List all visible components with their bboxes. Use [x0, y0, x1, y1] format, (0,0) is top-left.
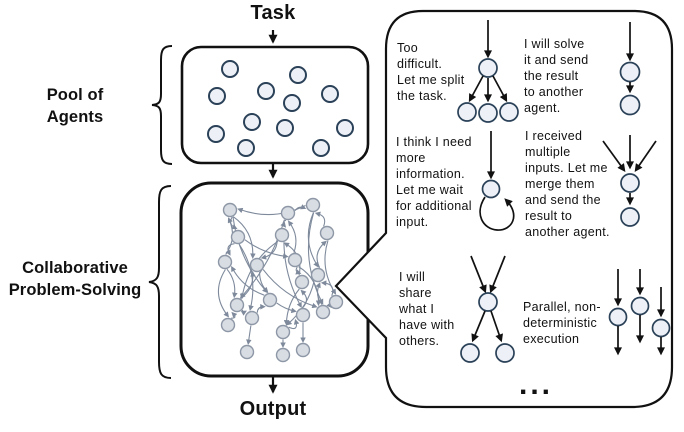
graph-edge — [260, 240, 278, 260]
graph-edge — [217, 269, 230, 318]
graph-node — [275, 324, 291, 340]
graph-edge — [276, 302, 297, 314]
graph-edge — [283, 242, 302, 308]
agent-circle — [276, 119, 294, 137]
split-task-diagram — [457, 20, 519, 123]
solve-and-send-diagram — [619, 22, 641, 116]
graph-node — [280, 205, 296, 221]
graph-node — [244, 310, 260, 326]
share-diagram — [460, 255, 515, 363]
graph-edge — [320, 280, 334, 296]
graph-edge — [314, 211, 326, 227]
graph-node — [295, 307, 311, 323]
agent-pool-circles — [207, 60, 354, 157]
speech-bubble — [334, 9, 674, 409]
output-label: Output — [239, 398, 307, 420]
agent-circle — [257, 82, 275, 100]
graph-node — [275, 347, 291, 363]
graph-edge — [240, 309, 247, 316]
graph-node — [287, 252, 303, 268]
graph-edge — [287, 220, 297, 253]
more-behaviors-ellipsis: ... — [518, 368, 553, 401]
task-label: Task — [250, 2, 296, 24]
graph-edge — [286, 281, 315, 326]
graph-node — [305, 197, 321, 213]
graph-edge — [294, 204, 307, 212]
graph-node — [262, 292, 278, 308]
agent-circle — [221, 60, 239, 78]
graph-node — [315, 304, 331, 320]
graph-edge — [244, 239, 289, 259]
agent-circle — [321, 85, 339, 103]
graph-node — [217, 254, 233, 270]
agent-circle — [336, 119, 354, 137]
wait-self-loop-diagram — [479, 131, 515, 231]
collaborative-box — [179, 181, 370, 378]
graph-node — [229, 297, 245, 313]
collaboration-graph-nodes — [217, 197, 344, 363]
agent-circle — [243, 113, 261, 131]
pool-of-agents-box — [180, 45, 370, 165]
graph-edge — [225, 243, 235, 256]
agent-circle — [312, 139, 330, 157]
agent-circle — [208, 87, 226, 105]
graph-edge — [238, 244, 254, 312]
graph-edge — [232, 216, 256, 259]
graph-edge — [231, 311, 238, 319]
graph-node — [220, 317, 236, 333]
graph-edge — [316, 240, 327, 268]
merge-inputs-diagram — [602, 135, 657, 227]
graph-node — [295, 342, 311, 358]
graph-edge — [226, 268, 238, 299]
graph-edge — [307, 212, 324, 305]
graph-edge — [262, 269, 318, 309]
graph-node — [249, 257, 265, 273]
graph-node — [230, 229, 246, 245]
graph-edge — [232, 216, 268, 294]
graph-node — [310, 267, 326, 283]
graph-node — [239, 344, 255, 360]
agent-circle — [207, 125, 225, 143]
parallel-execution-diagram — [608, 269, 671, 356]
pool-brace — [151, 45, 173, 165]
graph-edge — [237, 205, 306, 216]
graph-edge — [246, 325, 252, 346]
graph-node — [319, 225, 335, 241]
graph-edge — [288, 318, 300, 330]
agent-circle — [289, 66, 307, 84]
graph-node — [222, 202, 238, 218]
collab-brace — [148, 185, 172, 379]
graph-edge — [256, 304, 266, 313]
graph-edge — [231, 265, 265, 296]
agent-circle — [237, 139, 255, 157]
agent-circle — [283, 94, 301, 112]
graph-node — [274, 227, 290, 243]
graph-edge — [295, 266, 302, 275]
graph-node — [294, 274, 310, 290]
graph-node — [328, 294, 344, 310]
